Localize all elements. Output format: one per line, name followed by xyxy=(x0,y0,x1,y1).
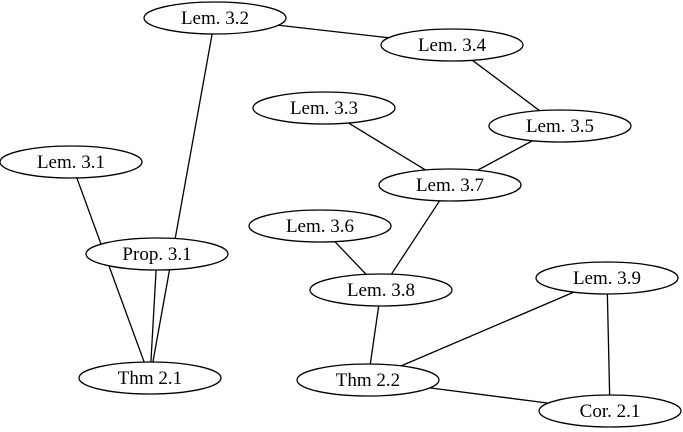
node-ellipse xyxy=(252,91,396,125)
node-lem38: Lem. 3.8 xyxy=(309,273,453,307)
node-label: Thm 2.1 xyxy=(118,368,182,389)
node-lem37: Lem. 3.7 xyxy=(378,168,522,202)
node-lem35: Lem. 3.5 xyxy=(488,109,632,143)
node-label: Cor. 2.1 xyxy=(580,401,641,422)
node-label: Lem. 3.3 xyxy=(290,98,358,119)
node-label: Lem. 3.9 xyxy=(573,268,641,289)
node-label: Thm 2.2 xyxy=(336,370,400,391)
node-label: Lem. 3.5 xyxy=(526,116,594,137)
edge-lem39-cor21 xyxy=(606,293,611,396)
node-cor21: Cor. 2.1 xyxy=(538,394,682,428)
node-ellipse xyxy=(248,209,392,243)
edge-lem33-lem37 xyxy=(348,122,426,171)
edge-thm22-cor21 xyxy=(429,387,549,404)
node-label: Lem. 3.7 xyxy=(416,175,484,196)
node-ellipse xyxy=(378,168,522,202)
node-ellipse xyxy=(85,237,229,271)
node-ellipse xyxy=(296,363,440,397)
node-ellipse xyxy=(143,1,287,35)
edge-lem32-thm21 xyxy=(152,33,213,363)
node-ellipse xyxy=(0,145,143,179)
node-ellipse xyxy=(380,28,524,62)
node-thm22: Thm 2.2 xyxy=(296,363,440,397)
node-lem34: Lem. 3.4 xyxy=(380,28,524,62)
node-label: Prop. 3.1 xyxy=(122,244,191,265)
edge-lem34-lem35 xyxy=(472,59,540,112)
edge-lem39-thm22 xyxy=(400,291,575,367)
node-label: Lem. 3.1 xyxy=(37,152,105,173)
node-lem33: Lem. 3.3 xyxy=(252,91,396,125)
graph-edges xyxy=(76,24,611,404)
edge-lem36-lem38 xyxy=(334,241,367,275)
node-label: Lem. 3.8 xyxy=(347,280,415,301)
node-ellipse xyxy=(535,261,679,295)
edge-lem31-thm21 xyxy=(76,177,145,363)
node-label: Lem. 3.2 xyxy=(181,8,249,29)
node-ellipse xyxy=(488,109,632,143)
edge-lem37-lem38 xyxy=(390,200,441,275)
node-thm21: Thm 2.1 xyxy=(78,361,222,395)
edge-lem35-lem37 xyxy=(477,140,533,171)
node-prop31: Prop. 3.1 xyxy=(85,237,229,271)
node-lem31: Lem. 3.1 xyxy=(0,145,143,179)
node-ellipse xyxy=(538,394,682,428)
node-lem39: Lem. 3.9 xyxy=(535,261,679,295)
edge-prop31-thm21 xyxy=(150,269,157,363)
node-lem36: Lem. 3.6 xyxy=(248,209,392,243)
node-ellipse xyxy=(309,273,453,307)
node-label: Lem. 3.4 xyxy=(418,35,487,56)
node-label: Lem. 3.6 xyxy=(286,216,354,237)
node-ellipse xyxy=(78,361,222,395)
edge-lem38-thm22 xyxy=(369,305,380,365)
node-lem32: Lem. 3.2 xyxy=(143,1,287,35)
edge-lem32-lem34 xyxy=(278,24,389,39)
